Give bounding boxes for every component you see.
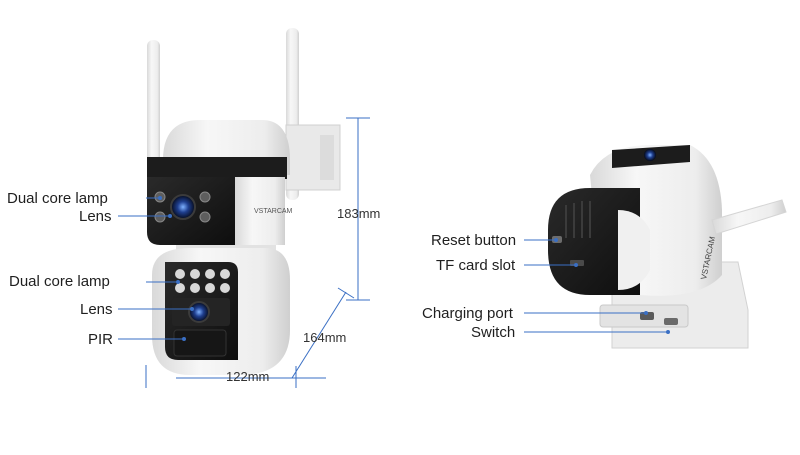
front-view-camera: VSTARCAM: [147, 28, 341, 375]
label-reset-button: Reset button: [431, 232, 517, 249]
label-lens-top: Lens: [79, 208, 112, 225]
side-antenna: [711, 199, 787, 235]
lamp-grid: [175, 269, 230, 293]
label-switch: Switch: [471, 324, 516, 341]
rear-view-camera: VSTARCAM: [548, 145, 787, 349]
lamp-icon: [154, 211, 166, 223]
label-tf-card-slot: TF card slot: [436, 257, 516, 274]
brand-mark: VSTARCAM: [254, 208, 293, 215]
lamp-icon: [199, 211, 211, 223]
vent-grille: [565, 201, 591, 238]
left-leader-lines: [118, 197, 192, 340]
label-charging-port: Charging port: [422, 305, 513, 322]
lower-lens-icon: [188, 301, 210, 323]
dimension-height: 183mm: [337, 206, 381, 221]
switch-icon: [664, 318, 678, 325]
label-pir: PIR: [88, 331, 114, 348]
upper-lens-icon: [170, 194, 196, 220]
dimension-depth: 164mm: [303, 330, 347, 345]
charging-port-icon: [640, 312, 654, 320]
label-dual-core-lamp-bottom: Dual core lamp: [9, 273, 110, 290]
lamp-icon: [199, 191, 211, 203]
left-antenna: [147, 40, 160, 165]
label-lens-bottom: Lens: [80, 301, 113, 318]
pir-sensor: [173, 329, 227, 357]
right-leader-lines: [524, 239, 668, 333]
dimension-lines: [145, 117, 370, 388]
rear-dome: [548, 188, 640, 295]
top-lens-icon: [644, 149, 656, 161]
dimension-width: 122mm: [226, 369, 270, 384]
label-dual-core-lamp-top: Dual core lamp: [7, 190, 108, 207]
